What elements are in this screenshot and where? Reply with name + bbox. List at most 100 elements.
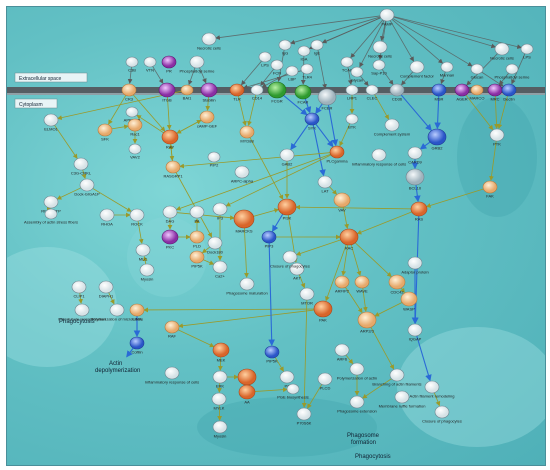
node-igg[interactable]: IgG (278, 39, 292, 56)
node-microtubule[interactable]: Microtubule reorganization (58, 303, 106, 322)
node-rap[interactable]: RAP (161, 129, 179, 150)
node-polym_mt[interactable]: Polymerization of microtubule (91, 303, 144, 322)
node-pld[interactable]: PLD (189, 230, 205, 249)
node-phagosome_maturation[interactable]: Phagosome maturation (226, 277, 268, 296)
node-rasgrp1[interactable]: RASGRP1 (163, 160, 183, 179)
node-clip1[interactable]: CLIP1 (71, 280, 87, 299)
node-fcn[interactable]: FCN (270, 59, 284, 76)
node-lrp1[interactable]: LRP1 (345, 84, 359, 101)
node-cd14[interactable]: CD14 (250, 84, 264, 101)
node-phagosome_extension[interactable]: Phagosome extension (337, 395, 377, 414)
node-closure[interactable]: Closure of phagocytes (270, 250, 310, 269)
node-iga[interactable]: IGA (297, 45, 311, 62)
node-cd36[interactable]: CD36 (389, 83, 405, 102)
node-mtor[interactable]: MTOR (299, 287, 315, 306)
node-btk[interactable]: BTK (345, 113, 359, 130)
node-ras[interactable]: RAS (410, 201, 428, 222)
node-lbp[interactable]: LBP (285, 65, 299, 82)
node-raf[interactable]: RAF (164, 320, 180, 339)
node-myosin2[interactable]: Myosin (212, 420, 228, 439)
node-fcer[interactable]: FCER (317, 88, 337, 111)
node-c3g[interactable]: C3G-CRKL (71, 157, 92, 176)
node-pamp[interactable]: PAMP (379, 8, 395, 27)
node-myosin[interactable]: Myosin (139, 263, 155, 282)
node-ager[interactable]: AGER (454, 83, 470, 102)
node-pip2[interactable]: PIP2 (207, 151, 221, 168)
node-syk[interactable]: SYK (304, 112, 320, 131)
node-inflammatory2[interactable]: Inflammatory response of cells (145, 366, 199, 385)
node-polym_actin[interactable]: Polymerization of actin (337, 362, 377, 381)
node-plc[interactable]: PLCgamma (326, 145, 348, 164)
node-mylk[interactable]: MYLK (211, 392, 227, 411)
node-cr3[interactable]: CR3 (121, 83, 137, 102)
node-dock180[interactable]: Dock180 (207, 236, 224, 255)
node-msr[interactable]: MSR (431, 83, 447, 102)
node-mannan[interactable]: Mannan (440, 61, 454, 78)
node-ip3[interactable]: IP3 (212, 202, 228, 221)
node-lat[interactable]: LAT (317, 175, 333, 194)
node-wave[interactable]: WAVE (354, 275, 370, 294)
node-tlr4[interactable]: TLR4 (300, 63, 314, 80)
node-pip3[interactable]: PIP3 (261, 230, 277, 249)
node-mlc[interactable]: MLC (135, 243, 151, 262)
node-phosphatidylserine[interactable]: Phosphatidyl serine (180, 55, 216, 74)
node-necrotic1[interactable]: Necrotic cells (197, 32, 221, 51)
node-rac[interactable]: RAC (339, 228, 359, 251)
node-vtn[interactable]: VTN (143, 56, 157, 73)
node-mrc[interactable]: MRC (487, 83, 503, 102)
node-marcks[interactable]: MARCKS (233, 209, 255, 234)
node-sap[interactable]: Sap-P10 (371, 59, 388, 76)
node-inflammatory1[interactable]: Inflammatory response of cells (352, 148, 406, 167)
node-branching[interactable]: Branching of actin filaments (372, 368, 422, 387)
node-itgb[interactable]: ITGB (158, 82, 176, 103)
node-pa2[interactable]: PA (279, 370, 295, 389)
node-actin_filament[interactable]: Actin filament remodeling (410, 380, 455, 399)
node-arp23[interactable]: ARP2/3 (357, 311, 377, 334)
node-fcar[interactable]: FCAR (294, 84, 312, 105)
node-arpc[interactable]: ARPC-alpha (231, 165, 254, 184)
node-assembly[interactable]: Assembly of actin stress fibers (24, 208, 78, 225)
node-membrane_ruffle[interactable]: Membrane ruffle formation (379, 390, 426, 409)
node-diaph1[interactable]: DIAPH1 (98, 280, 114, 299)
node-wasp[interactable]: WASP (400, 291, 418, 312)
node-grb2[interactable]: GRB2 (427, 128, 447, 151)
node-necrotic3[interactable]: Necrotic cells (490, 42, 514, 61)
node-myd88[interactable]: MYD88 (239, 125, 254, 144)
node-sfk[interactable]: SFK (97, 123, 113, 142)
node-pkc[interactable]: PKC (161, 229, 179, 250)
node-marco[interactable]: MARCO (470, 84, 485, 101)
node-aa[interactable]: AA (238, 384, 256, 405)
node-ca2[interactable]: Ca2+ (212, 260, 228, 279)
node-lps2[interactable]: LPS (520, 43, 534, 60)
node-glycan[interactable]: Glycan (350, 66, 364, 83)
node-dectin[interactable]: Dectin (501, 83, 517, 102)
node-dock[interactable]: Dock-GIGA1P (74, 178, 100, 197)
node-ige[interactable]: IgE (310, 39, 324, 56)
node-rhoa2[interactable]: RHOA (99, 208, 115, 227)
node-gab2[interactable]: GAB2 (279, 148, 295, 167)
node-camp[interactable]: cAMP-GEF (197, 110, 218, 129)
node-vav[interactable]: VAV (333, 192, 351, 213)
node-erk[interactable]: ERK (212, 370, 228, 389)
node-pip5k_low[interactable]: PIP5K (264, 345, 280, 364)
node-pr[interactable]: PR (161, 55, 177, 74)
node-ptk[interactable]: PTK (489, 128, 505, 147)
node-clec[interactable]: CLEC (365, 84, 379, 101)
node-elmo1[interactable]: ELMO1 (43, 113, 59, 132)
node-rac1_top[interactable]: Rac1 (127, 118, 143, 137)
node-arfip2[interactable]: ARFIP2 (334, 275, 350, 294)
node-pge[interactable]: PGE biosynthesis (277, 383, 309, 400)
node-pi3k[interactable]: PI3K (277, 198, 297, 221)
node-iqgap[interactable]: IQGAP (407, 323, 423, 342)
node-bcl10[interactable]: BCL10 (405, 168, 425, 191)
node-pak[interactable]: PAK (313, 300, 333, 323)
node-mek[interactable]: MEK (212, 342, 230, 363)
node-pa[interactable]: PA (189, 205, 205, 224)
node-arf6[interactable]: ARF6 (334, 343, 350, 362)
node-lps1[interactable]: LPS (258, 51, 272, 68)
node-cofilin[interactable]: Cofilin (129, 336, 145, 355)
node-tca8[interactable]: TCA8 (340, 56, 354, 73)
node-limk[interactable]: LIMK (129, 303, 145, 322)
node-akt[interactable]: AKT (289, 262, 305, 281)
node-adaptor[interactable]: Adaptor protein (401, 256, 429, 275)
